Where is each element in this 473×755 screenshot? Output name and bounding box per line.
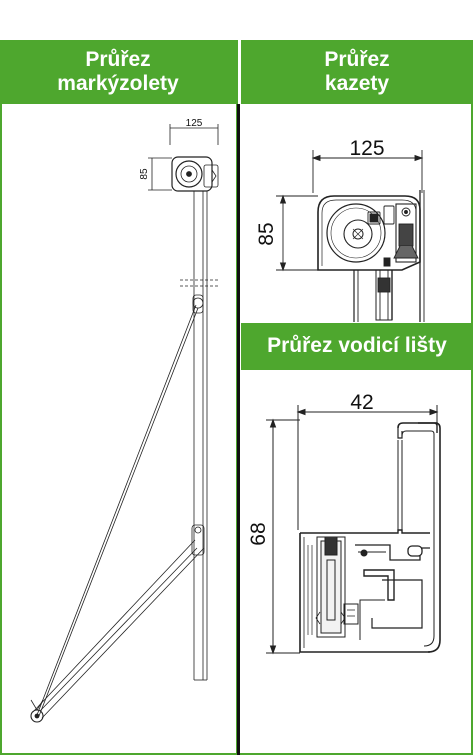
guide-rail-section-header: Průřez vodicí lišty	[241, 323, 473, 370]
awning-height-dimension: 85	[139, 168, 150, 180]
awning-section-header: Průřez markýzolety	[0, 40, 236, 104]
guide-rail-drawing	[266, 405, 441, 655]
cassette-section-header: Průřez kazety	[241, 40, 473, 104]
guide-rail-section-panel	[238, 372, 473, 755]
cassette-title-line1: Průřez	[324, 47, 390, 71]
awning-width-dimension: 125	[186, 118, 203, 129]
panel-divider	[237, 104, 240, 755]
guide-rail-height-dimension: 68	[247, 522, 270, 545]
cassette-height-dimension: 85	[255, 222, 278, 245]
guide-rail-title: Průřez vodicí lišty	[267, 334, 447, 358]
cassette-title-line2: kazety	[324, 72, 390, 95]
cassette-width-dimension: 125	[349, 137, 384, 160]
awning-drawing	[30, 124, 220, 723]
awning-title-line1: Průřez	[85, 47, 151, 71]
cassette-section-panel	[238, 40, 473, 372]
awning-title-line2: markýzolety	[57, 72, 179, 95]
guide-rail-width-dimension: 42	[350, 391, 373, 414]
cassette-drawing	[276, 150, 425, 322]
